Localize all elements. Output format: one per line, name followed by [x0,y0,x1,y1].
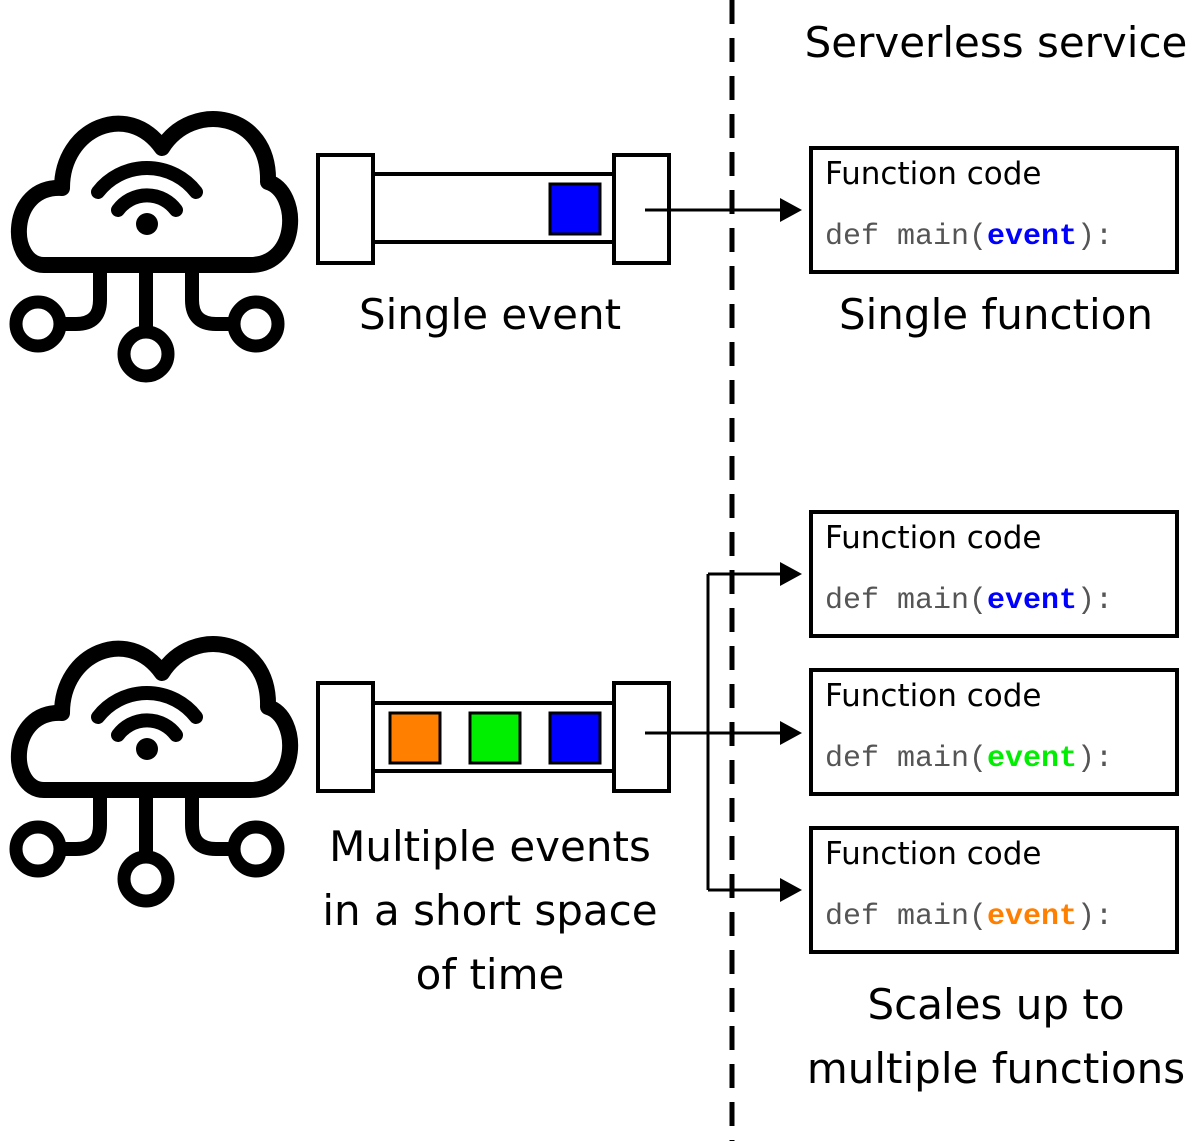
multiple-events-label-line-1: Multiple events [329,822,651,871]
cloud-iot-icon [16,644,290,901]
event-queue-single [316,153,671,265]
function-box: Function code def main(event): [809,510,1179,638]
function-title: Function code [825,836,1042,872]
event-square-green [468,711,522,765]
function-box: Function code def main(event): [809,826,1179,954]
function-code: def main(event): [825,584,1114,618]
function-title: Function code [825,678,1042,714]
function-code: def main(event): [825,900,1114,934]
arrow-single [645,198,802,222]
single-function-label: Single function [838,290,1154,339]
service-title: Serverless service [804,18,1188,67]
event-square-blue [548,711,602,765]
function-arg: event [987,900,1078,934]
function-arg: event [987,220,1078,254]
function-box: Function code def main(event): [809,668,1179,796]
function-code: def main(event): [825,220,1114,254]
event-queue-multiple [316,681,671,793]
scales-label-line-2: multiple functions [806,1044,1186,1093]
multiple-events-label-line-3: of time [415,950,565,999]
arrow-fanout [645,562,802,902]
scales-label-line-1: Scales up to [867,980,1125,1029]
function-arg: event [987,584,1078,618]
multiple-events-label-line-2: in a short space [322,886,658,935]
function-title: Function code [825,156,1042,192]
event-square-blue [548,182,602,236]
single-event-label: Single event [358,290,622,339]
cloud-iot-icon [16,119,290,376]
function-box: Function code def main(event): [809,146,1179,274]
function-title: Function code [825,520,1042,556]
event-square-orange [388,711,442,765]
function-code: def main(event): [825,742,1114,776]
function-arg: event [987,742,1078,776]
